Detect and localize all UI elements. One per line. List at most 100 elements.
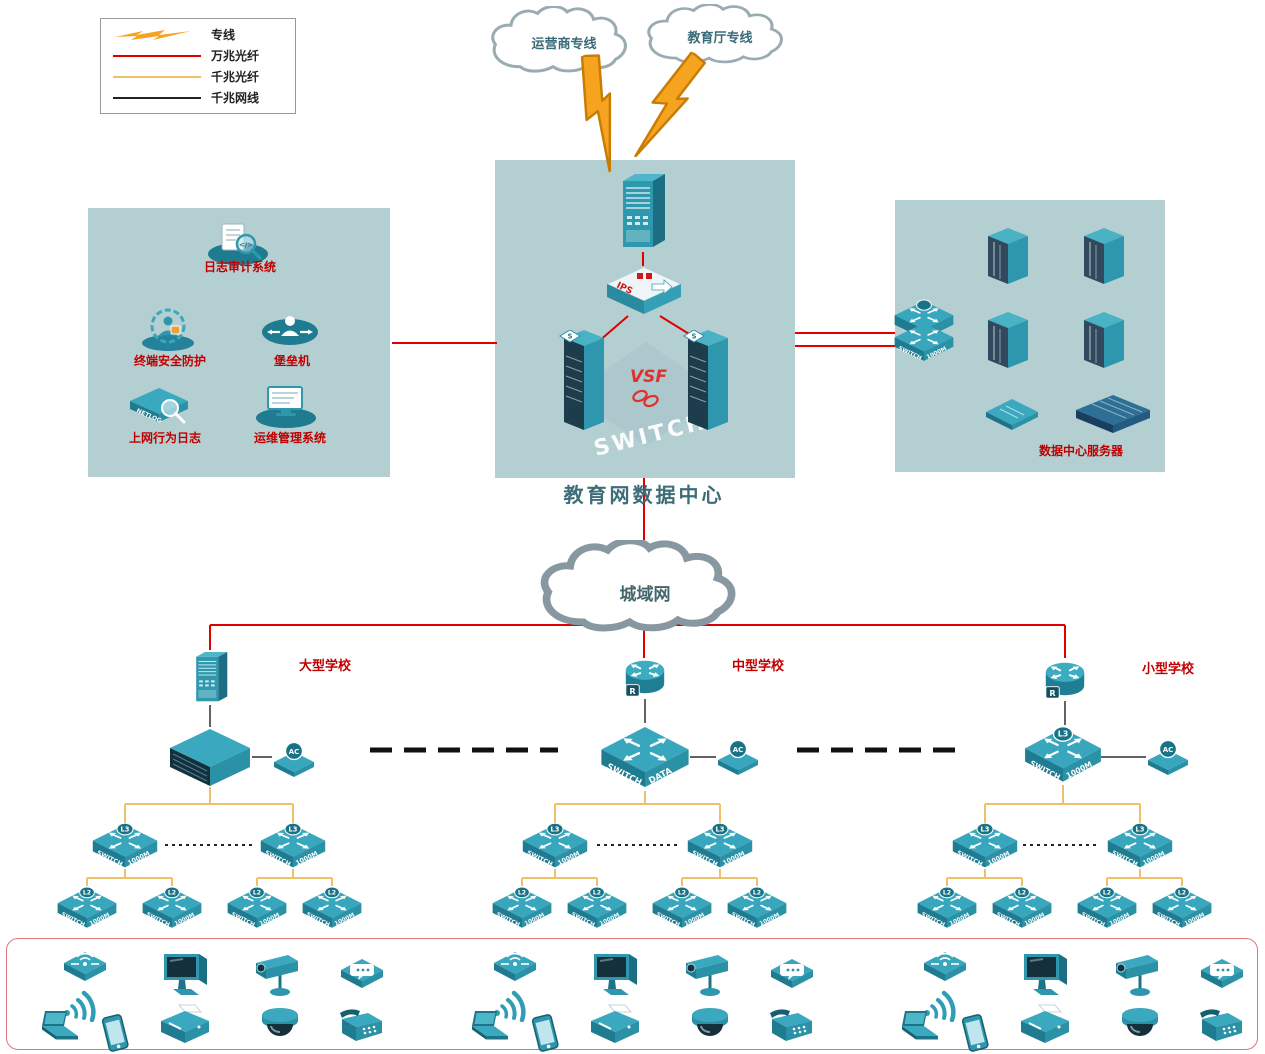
- cable-lines: [209, 699, 1146, 758]
- education-cloud-label: 教育厅专线: [687, 31, 753, 46]
- yellow-line-icon: [111, 75, 203, 78]
- printer-icon: [589, 1003, 641, 1045]
- telephone-icon: [334, 1007, 386, 1047]
- svg-text:S: S: [567, 333, 572, 341]
- l2-switch-icon: L2 SWITCH 1000M: [566, 885, 628, 931]
- carrier-cloud-label: 运营商专线: [531, 37, 597, 52]
- l2-switch-icon: L2 SWITCH 1000M: [1076, 885, 1138, 931]
- desktop-monitor-icon: [1019, 949, 1071, 1001]
- cctv-camera-icon: [1110, 949, 1166, 1001]
- 1g-fiber-lines: [86, 785, 1183, 886]
- svg-text:R: R: [629, 686, 636, 696]
- education-cloud: 教育厅专线: [642, 4, 798, 70]
- netlog-icon: NETLOG: [128, 386, 190, 430]
- school-label-medium: 中型学校: [731, 659, 784, 674]
- lightning-bolt-right: [623, 42, 720, 173]
- l3-switch-icon: L3 SWITCH 1000M: [91, 821, 159, 871]
- im-client-icon: [339, 953, 385, 991]
- lightning-line-icon: [111, 28, 203, 42]
- log-audit-label: 日志审计系统: [203, 260, 276, 274]
- school-label-large: 大型学校: [298, 659, 351, 674]
- l2-switch-icon: L2 SWITCH 1000M: [991, 885, 1053, 931]
- l2-switch-icon: L2 SWITCH 1000M: [141, 885, 203, 931]
- dome-camera-icon: [1119, 1003, 1161, 1043]
- telephone-icon: [764, 1007, 816, 1047]
- wireless-ap-icon: [62, 946, 108, 984]
- server-tower-icon: [986, 310, 1030, 370]
- terminal-protect-icon: [140, 306, 196, 352]
- endpoint-devices-box: [6, 938, 1258, 1050]
- core-l3-switch-icon: L3 SWITCH 1000M: [1023, 724, 1103, 786]
- printer-icon: [159, 1003, 211, 1045]
- printer-icon: [1019, 1003, 1071, 1045]
- legend: 专线 万兆光纤 千兆光纤 千兆网线: [100, 18, 296, 114]
- svg-text:L2: L2: [753, 889, 761, 896]
- svg-text:</>: </>: [239, 241, 253, 249]
- svg-text:L3: L3: [551, 825, 560, 833]
- telephone-icon: [1194, 1007, 1246, 1047]
- legend-label: 万兆光纤: [211, 49, 260, 63]
- school-label-small: 小型学校: [1141, 662, 1194, 677]
- l2-switch-icon: L2 SWITCH 1000M: [651, 885, 713, 931]
- ips-device-icon: IPS: [604, 264, 684, 318]
- server-tower-icon: [986, 226, 1030, 286]
- dc-switch-icon: SWITCH DATA CENTER: [599, 722, 691, 792]
- firewall-icon: [616, 168, 670, 254]
- l3-switch-icon: L3 SWITCH 1000M: [259, 821, 327, 871]
- server-room-label: 数据中心服务器: [1038, 444, 1123, 458]
- desktop-monitor-icon: [159, 949, 211, 1001]
- dome-camera-icon: [689, 1003, 731, 1043]
- l3-switch-icon: L3 SWITCH 1000M: [521, 821, 589, 871]
- wireless-ap-icon: [922, 946, 968, 984]
- svg-text:L2: L2: [1178, 889, 1186, 896]
- svg-text:L3: L3: [1136, 825, 1145, 833]
- svg-text:AC: AC: [289, 748, 300, 756]
- legend-row-dedicated: 专线: [111, 25, 285, 45]
- svg-text:AC: AC: [1163, 746, 1174, 754]
- l3-switch-icon: L3 SWITCH 1000M: [1106, 821, 1174, 871]
- svg-text:L2: L2: [83, 889, 91, 896]
- svg-text:L3: L3: [1058, 729, 1069, 739]
- ac-controller-icon: AC: [1146, 738, 1190, 776]
- stack-switch-bottom-icon: SWITCH 1000M: [893, 320, 955, 364]
- l2-switch-icon: L2 SWITCH 1000M: [491, 885, 553, 931]
- l3-switch-icon: L3 SWITCH 1000M: [686, 821, 754, 871]
- smartphone-icon: [960, 1012, 990, 1054]
- svg-text:AC: AC: [733, 746, 744, 754]
- svg-text:L2: L2: [1018, 889, 1026, 896]
- smartphone-icon: [530, 1012, 560, 1054]
- smartphone-icon: [100, 1012, 130, 1054]
- log-audit-icon: </>: [206, 220, 270, 266]
- svg-text:L2: L2: [518, 889, 526, 896]
- im-client-icon: [1199, 953, 1245, 991]
- vsf-core-switches-icon: SWITCH S S VSF: [558, 329, 734, 464]
- l2-switch-icon: L2 SWITCH 1000M: [301, 885, 363, 931]
- laptop-icon: [33, 1009, 81, 1045]
- svg-text:VSF: VSF: [630, 367, 667, 387]
- server-tower-icon: [1082, 310, 1126, 370]
- wifi-signal-icon: [486, 980, 530, 1023]
- dome-camera-icon: [259, 1003, 301, 1043]
- svg-text:L2: L2: [328, 889, 336, 896]
- svg-text:L2: L2: [168, 889, 176, 896]
- laptop-icon: [463, 1009, 511, 1045]
- svg-text:L2: L2: [1103, 889, 1111, 896]
- server-tower-icon: [1082, 226, 1126, 286]
- svg-text:L2: L2: [593, 889, 601, 896]
- l2-switch-icon: L2 SWITCH 1000M: [226, 885, 288, 931]
- legend-label: 千兆网线: [211, 91, 260, 105]
- school-router-icon: R: [1041, 656, 1089, 702]
- svg-text:R: R: [1049, 688, 1056, 698]
- red-line-icon: [111, 54, 203, 57]
- l2-switch-icon: L2 SWITCH 1000M: [1151, 885, 1213, 931]
- terminal-protect-label: 终端安全防护: [133, 354, 206, 368]
- black-line-icon: [111, 96, 203, 99]
- svg-text:L2: L2: [678, 889, 686, 896]
- svg-text:L3: L3: [121, 825, 130, 833]
- legend-row-1g: 千兆光纤: [111, 67, 285, 87]
- net-behavior-label: 上网行为日志: [128, 431, 201, 445]
- svg-text:L3: L3: [981, 825, 990, 833]
- ac-controller-icon: AC: [716, 738, 760, 776]
